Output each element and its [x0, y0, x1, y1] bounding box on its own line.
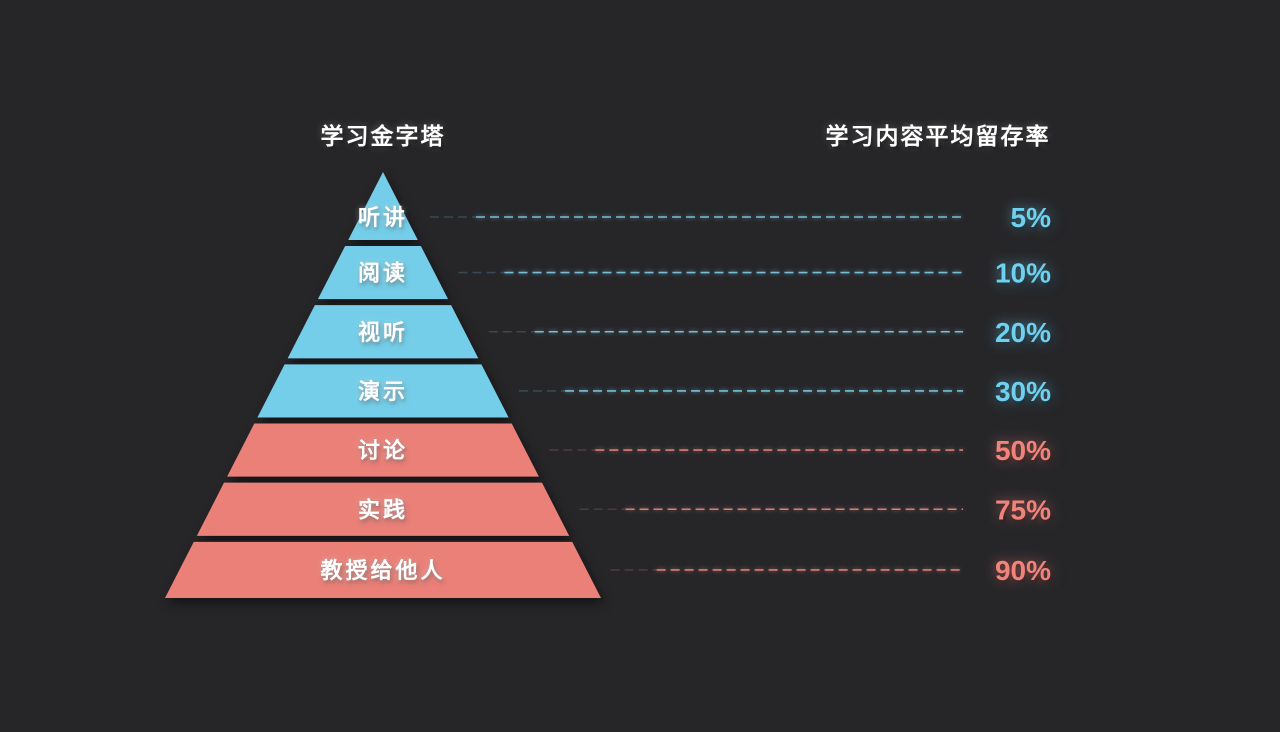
retention-value: 50% — [995, 435, 1051, 466]
retention-value: 30% — [995, 376, 1051, 407]
pyramid-shape — [165, 172, 601, 598]
pyramid-level-label: 听讲 — [358, 205, 408, 230]
retention-value: 90% — [995, 555, 1051, 586]
retention-value: 75% — [995, 494, 1051, 525]
retention-value: 20% — [995, 317, 1051, 348]
pyramid-title: 学习金字塔 — [320, 123, 446, 149]
pyramid-level-7 — [165, 541, 601, 598]
pyramid-level-label: 教授给他人 — [320, 558, 445, 583]
retention-rate-title: 学习内容平均留存率 — [825, 123, 1051, 149]
pyramid-level-label: 阅读 — [358, 261, 408, 286]
pyramid-level-label: 视听 — [358, 320, 408, 345]
retention-value: 5% — [1011, 202, 1052, 233]
pyramid-level-label: 讨论 — [358, 438, 408, 463]
pyramid-level-2 — [317, 246, 449, 300]
pyramid-annotations: 听讲 5% 阅读 10% 视听 20% 演示 30% 讨论 50% 实践 75% 教授给他人 90% — [320, 202, 1051, 586]
pyramid-level-label: 实践 — [358, 497, 408, 522]
pyramid-level-1 — [348, 172, 418, 240]
pyramid-level-6 — [196, 482, 570, 536]
pyramid-level-5 — [227, 423, 539, 477]
pyramid-level-label: 演示 — [358, 379, 408, 404]
pyramid-level-3 — [287, 305, 479, 359]
pyramid-level-4 — [257, 364, 509, 418]
retention-value: 10% — [995, 258, 1051, 289]
